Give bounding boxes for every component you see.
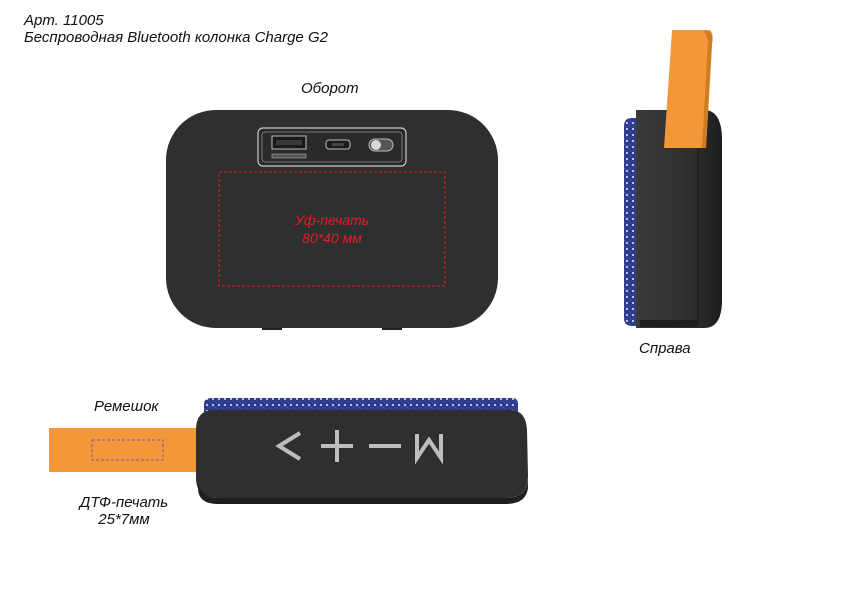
back-view: Уф-печать 80*40 мм: [166, 110, 498, 330]
uv-print-label: Уф-печать: [294, 212, 369, 228]
article-number: Арт. 11005: [24, 12, 104, 29]
strap: [49, 428, 205, 472]
speaker-back-body: [166, 110, 498, 328]
dtf-print-area: [91, 439, 164, 461]
top-fabric-grille: [204, 398, 518, 412]
back-view-label: Оборот: [301, 80, 359, 97]
uv-print-size: 80*40 мм: [302, 230, 362, 246]
speaker-top-body: [196, 410, 528, 498]
strap-view-label: Ремешок: [94, 398, 159, 415]
side-strap: [664, 30, 713, 148]
uv-print-area: [218, 171, 446, 287]
dtf-print-caption: ДТФ-печать 25*7мм: [70, 494, 178, 528]
dtf-print-label: ДТФ-печать: [79, 494, 169, 511]
previous-button-icon: [275, 431, 302, 461]
side-body: [636, 110, 722, 328]
article-title: Арт. 11005 Беспроводная Bluetooth колонк…: [24, 12, 328, 46]
right-view: [624, 30, 722, 328]
product-name: Беспроводная Bluetooth колонка Charge G2: [24, 29, 328, 46]
top-view: [49, 398, 528, 504]
dtf-print-size: 25*7мм: [98, 511, 150, 528]
mode-button-icon: [415, 434, 443, 465]
right-view-label: Справа: [639, 340, 691, 357]
volume-up-button-icon: [321, 430, 353, 462]
